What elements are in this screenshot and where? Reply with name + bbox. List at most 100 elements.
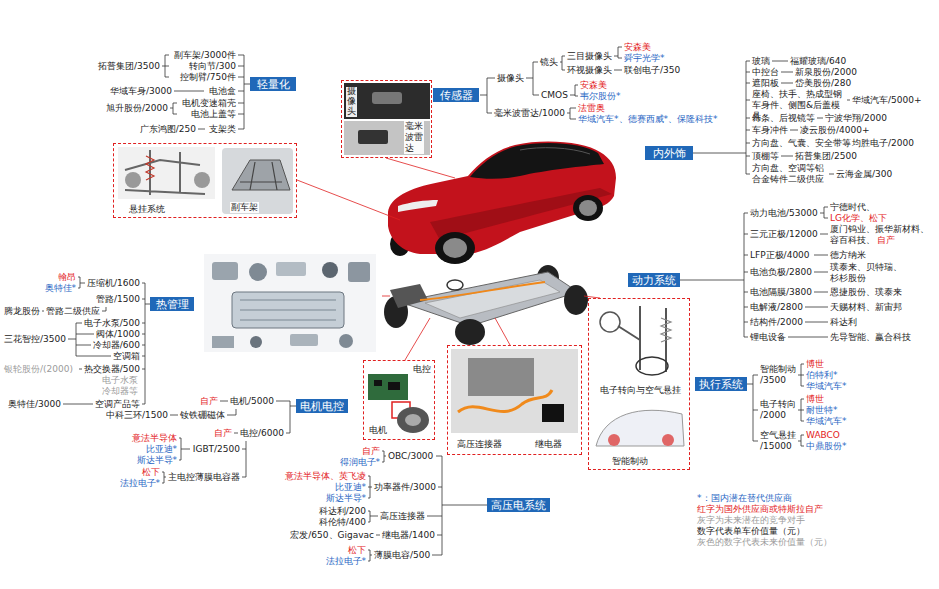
thermal-photos	[240, 300, 336, 320]
supplier-label: 耐世特*	[806, 405, 838, 416]
supplier-label: 中鼎股份*	[806, 441, 847, 452]
photo-panel: 摄像头毫米波雷达	[341, 80, 432, 158]
supplier-label: LFP正极/4000	[750, 250, 810, 261]
category-title: 传感器	[440, 88, 473, 102]
supplier-label: 旭升股份/2000	[106, 103, 168, 114]
supplier-label: CMOS	[541, 90, 568, 101]
supplier-label: 空气悬挂 /15000	[760, 430, 798, 452]
high-voltage-photos	[451, 349, 578, 433]
thermal-photos	[339, 334, 353, 348]
supplier-label: 松下	[142, 467, 160, 478]
thermal-photos	[212, 262, 238, 280]
supplier-label: 控制臂/750件	[180, 72, 236, 83]
supplier-label: 电池隔膜/3800	[750, 287, 812, 298]
supplier-label: 凌云股份/4000+	[800, 125, 869, 136]
car-illustration	[398, 200, 438, 212]
supplier-label: 主电控薄膜电容器	[168, 472, 240, 483]
category-title: 轻量化	[257, 77, 290, 91]
supplier-label: 宏发/650、Gigavac	[290, 530, 374, 541]
supplier-label: 德方纳米	[830, 250, 866, 261]
supplier-label: LG化学、松下	[830, 213, 887, 224]
supplier-label: 安森美	[580, 80, 607, 91]
mind-map-lines	[162, 401, 297, 483]
supplier-label: 斯达半导*	[137, 455, 178, 466]
panel-caption: 电子转向与空气悬挂	[599, 385, 682, 396]
chassis-illustration	[425, 280, 560, 318]
sensor-photos	[344, 121, 430, 155]
supplier-label: 奥特佳/3000	[8, 399, 61, 410]
supplier-label: 腾龙股份	[4, 306, 40, 317]
supplier-label: 璞泰来、贝特瑞、 杉杉股份	[830, 262, 905, 284]
chassis-illustration	[390, 284, 428, 308]
mind-map-lines	[480, 47, 622, 119]
category-tag: 动力系统	[628, 273, 680, 287]
car-illustration	[573, 195, 603, 221]
supplier-label: 意法半导体	[132, 433, 177, 444]
supplier-label: 毫米波雷达/1000	[494, 108, 565, 119]
supplier-label: 松下	[348, 545, 366, 556]
actuator-photos	[600, 312, 620, 332]
lightweight-photos	[125, 172, 141, 188]
supplier-label: 奥特佳*	[45, 283, 77, 294]
supplier-label: 结构件/2000	[750, 317, 803, 328]
supplier-label: 红字为国外供应商或特斯拉自产	[697, 504, 823, 515]
supplier-label: 转向节/300	[189, 61, 236, 72]
category-tag: 传感器	[433, 88, 479, 102]
supplier-label: 意法半导体、英飞凌	[285, 471, 366, 482]
supplier-label: 灰字为未来潜在的竞争对手	[697, 515, 805, 526]
supplier-label: 安森美	[624, 42, 651, 53]
high-voltage-photos	[458, 390, 552, 412]
leader-lines	[495, 318, 510, 345]
supplier-label: 韦尔股份*	[580, 91, 621, 102]
supplier-label: 顶棚等	[752, 151, 779, 162]
supplier-label: 电机/5000	[230, 396, 274, 407]
supplier-label: 动力电池/53000	[750, 208, 818, 219]
car-illustration	[443, 238, 467, 258]
supplier-label: 继电器/1400	[382, 530, 435, 541]
car-illustration	[520, 148, 590, 154]
mind-map-lines	[677, 207, 828, 337]
supplier-label: 电子水泵/500	[84, 318, 140, 329]
sensor-photos	[344, 83, 430, 119]
chassis-illustration	[447, 280, 463, 290]
supplier-label: 得润电子*	[340, 457, 381, 468]
supplier-label: WABCO	[806, 430, 840, 441]
supplier-label: 广东鸿图/250	[140, 124, 196, 135]
supplier-label: 方向盘、气囊、安全带等	[752, 138, 851, 149]
supplier-label: 三目摄像头	[567, 51, 612, 62]
thermal-photos	[232, 292, 344, 328]
supplier-label: 支架类	[209, 124, 236, 135]
supplier-label: 空调产品等	[95, 399, 140, 410]
panel-caption: 继电器	[534, 439, 563, 450]
motor-photos	[397, 407, 429, 433]
mind-map-lines	[368, 451, 487, 561]
lightweight-photos	[146, 156, 154, 180]
supplier-label: 镜头	[540, 57, 558, 68]
supplier-label: 华域汽车*	[806, 381, 847, 392]
supplier-label: 中控台	[752, 67, 779, 78]
supplier-label: 拓普集团/2500	[795, 151, 857, 162]
chassis-illustration	[400, 272, 578, 326]
supplier-label: 舜宇光学*	[624, 53, 665, 64]
actuator-photos	[608, 434, 620, 446]
supplier-label: 法拉电子*	[326, 556, 367, 567]
supplier-label: 方向盘、空调等铝 合金铸件二级供应	[752, 163, 827, 185]
supplier-label: 银轮股份/(2000)	[4, 364, 73, 375]
supplier-label: 均胜电子/2000	[852, 138, 914, 149]
panel-caption: 电机	[368, 425, 388, 436]
category-title: 高压电系统	[491, 498, 546, 512]
leader-lines	[297, 180, 400, 220]
photo-panel: 高压连接器继电器	[447, 345, 582, 455]
supplier-label: *：国内潜在替代供应商	[697, 493, 792, 504]
car-illustration	[388, 141, 616, 264]
thermal-photos	[249, 263, 267, 281]
panel-caption: 电控	[412, 364, 432, 375]
lightweight-photos	[232, 160, 290, 190]
thermal-photos	[250, 336, 262, 348]
category-title: 内外饰	[653, 146, 686, 160]
category-tag: 执行系统	[695, 377, 747, 391]
supplier-label: 斯达半导*	[326, 493, 367, 504]
supplier-label: 中科三环/1500	[106, 410, 168, 421]
lightweight-photos	[118, 147, 293, 214]
supplier-label: 电控/6000	[240, 428, 284, 439]
